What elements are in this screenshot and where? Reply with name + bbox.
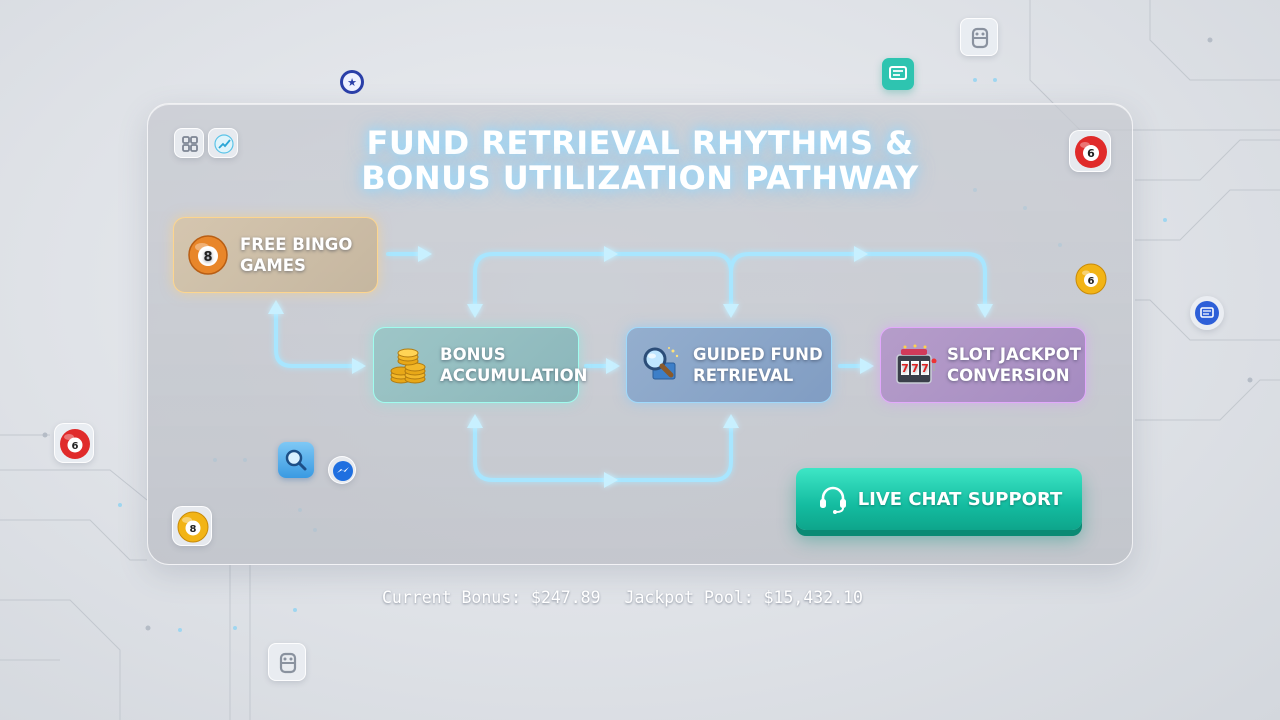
ball-number: 6 — [72, 441, 79, 452]
status-bar: Current Bonus: $247.89 Jackpot Pool: $15,… — [382, 588, 887, 612]
magnifier-icon — [643, 347, 679, 380]
node-free-line-2: GAMES — [240, 256, 306, 275]
jackpot-pool-readout: Jackpot Pool: $15,432.10 — [624, 588, 863, 607]
svg-text:8: 8 — [203, 250, 212, 265]
node-free-line-1: FREE BINGO — [240, 235, 353, 254]
bingo-ball-red-icon: 6 — [1069, 130, 1111, 172]
node-guided-fund-retrieval[interactable]: GUIDED FUND RETRIEVAL — [626, 327, 832, 403]
robot-icon — [960, 18, 998, 56]
bingo-ball-yellow-icon: 6 — [1073, 261, 1109, 297]
star-pin-icon: ★ — [337, 68, 367, 98]
node-free-bingo-games[interactable]: 8 FREE BINGO GAMES — [173, 217, 378, 293]
title-line-2: BONUS UTILIZATION PATHWAY — [361, 159, 919, 197]
messenger-icon[interactable] — [328, 456, 356, 484]
svg-text:7: 7 — [911, 362, 919, 375]
node-guided-line-2: RETRIEVAL — [693, 366, 794, 385]
trend-chart-icon[interactable] — [208, 128, 238, 158]
robot-icon-bottom — [268, 643, 306, 681]
bingo-ball-red-left-icon: 6 — [54, 423, 94, 463]
node-slot-line-2: CONVERSION — [947, 366, 1070, 385]
ball-number: 8 — [190, 524, 197, 535]
coin-stack-icon — [390, 348, 426, 384]
ball-number: 6 — [1088, 276, 1095, 287]
live-chat-support-button[interactable]: LIVE CHAT SUPPORT — [796, 468, 1082, 530]
node-bonus-accumulation[interactable]: BONUS ACCUMULATION — [373, 327, 587, 403]
svg-text:7: 7 — [921, 362, 929, 375]
node-slot-jackpot-conversion[interactable]: 7 7 7 SLOT JACKPOT CONVERSION — [880, 327, 1086, 403]
bingo-ball-yellow-bottom-icon: 8 — [172, 506, 212, 546]
svg-text:★: ★ — [347, 76, 357, 89]
grid-app-icon[interactable] — [174, 128, 204, 158]
live-chat-label: LIVE CHAT SUPPORT — [857, 488, 1063, 510]
node-slot-line-1: SLOT JACKPOT — [947, 345, 1082, 364]
slot-machine-icon: 7 7 7 — [896, 344, 937, 384]
bingo-ball-icon: 8 — [188, 235, 228, 275]
svg-text:7: 7 — [901, 362, 909, 375]
headset-icon — [819, 486, 846, 514]
title-line-1: FUND RETRIEVAL RHYTHMS & — [366, 124, 914, 162]
ball-number: 6 — [1087, 147, 1095, 160]
search-icon[interactable] — [278, 442, 314, 478]
node-bonus-line-2: ACCUMULATION — [440, 366, 588, 385]
message-icon — [1190, 296, 1224, 330]
node-guided-line-1: GUIDED FUND — [693, 345, 823, 364]
node-bonus-line-1: BONUS — [440, 345, 506, 364]
diagram-title: FUND RETRIEVAL RHYTHMS & BONUS UTILIZATI… — [280, 126, 1000, 196]
chat-bubble-icon — [882, 58, 914, 90]
current-bonus-readout: Current Bonus: $247.89 — [382, 588, 601, 607]
